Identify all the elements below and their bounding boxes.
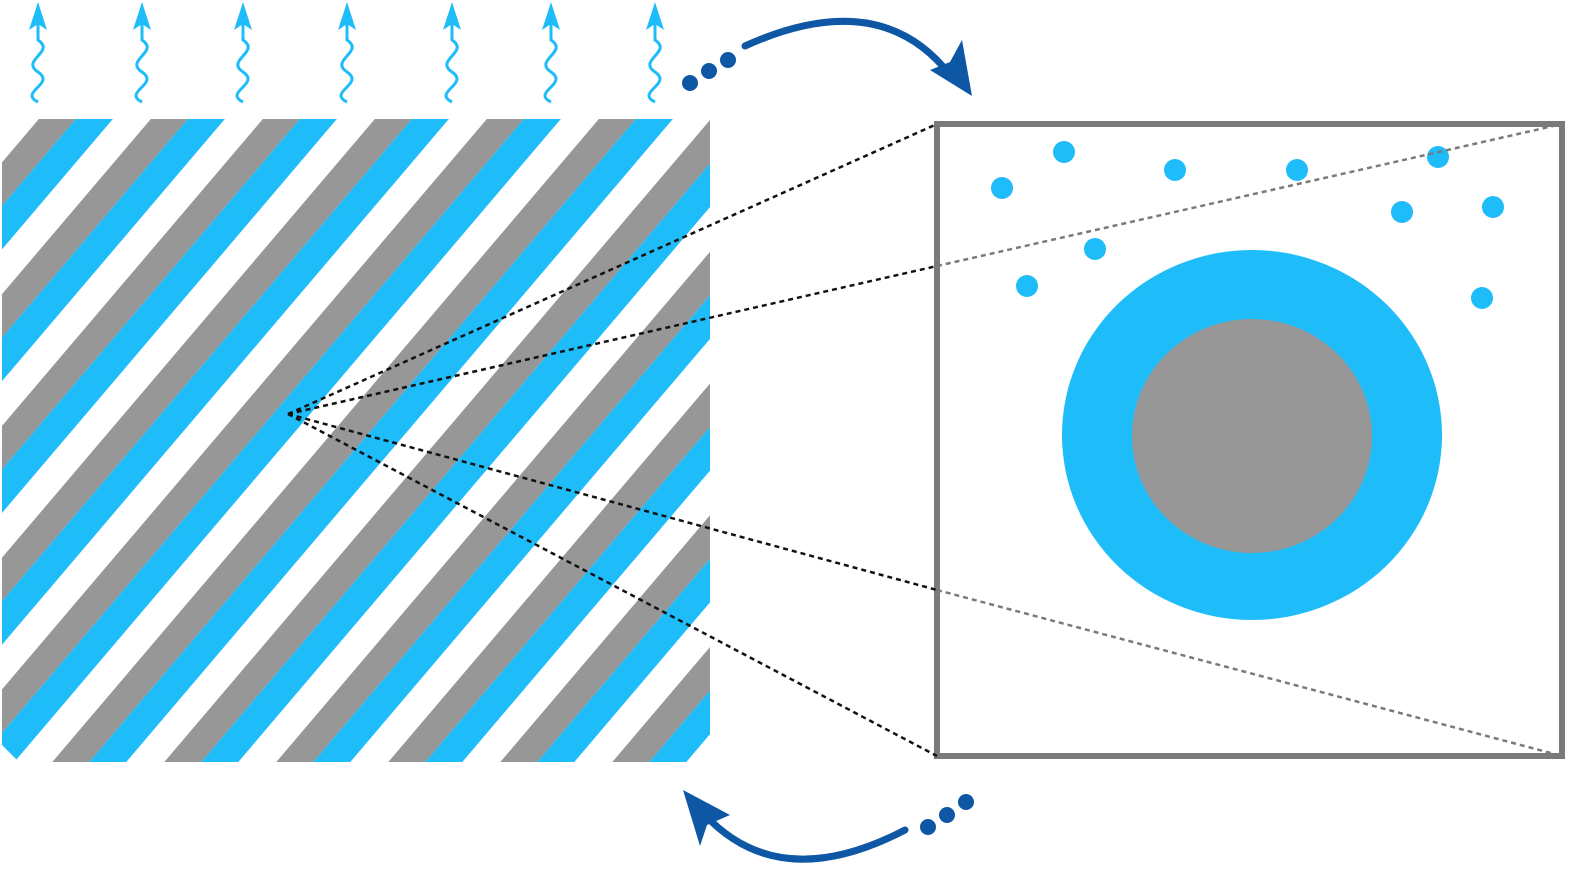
blue-stripe [74, 119, 689, 762]
wavy-up-arrow-icon [646, 2, 664, 104]
dot [682, 75, 698, 91]
ellipsis-dots-icon [682, 52, 736, 91]
small-particle [1286, 159, 1308, 181]
small-particle [1471, 287, 1493, 309]
gray-stripe [485, 119, 710, 762]
wave-stroke [444, 22, 459, 104]
small-particle [1482, 196, 1504, 218]
arrow-head [646, 2, 664, 30]
zoom-leader-lines [287, 122, 1563, 758]
wave-stroke [543, 22, 558, 104]
small-particle [1053, 141, 1075, 163]
wavy-up-arrow-icon [29, 2, 47, 104]
small-particle [1164, 159, 1186, 181]
blue-stripe [2, 119, 353, 762]
wavy-up-arrow-icon [443, 2, 461, 104]
gray-stripe [2, 119, 428, 762]
wave-stroke [235, 22, 250, 104]
wavy-up-arrow-icon [133, 2, 151, 104]
blue-stripe [2, 119, 577, 762]
cycle-forward-head [930, 40, 972, 96]
dot [958, 794, 974, 810]
arrow-head [133, 2, 151, 30]
blue-stripe [410, 119, 710, 762]
wavy-up-arrow-icon [338, 2, 356, 104]
gray-stripe [2, 119, 316, 762]
small-particle [1084, 238, 1106, 260]
gray-stripe [37, 119, 652, 762]
cycle-forward-arc [741, 17, 954, 79]
small-particle [991, 177, 1013, 199]
dot [939, 807, 955, 823]
wave-stroke [647, 22, 662, 104]
blue-stripe [186, 119, 710, 762]
gray-stripe [373, 119, 710, 762]
cycle-back-arc [701, 811, 909, 863]
small-particle [1391, 201, 1413, 223]
gray-stripe [2, 119, 540, 762]
wavy-up-arrow-icon [542, 2, 560, 104]
wave-stroke [134, 22, 149, 104]
leader-line-top-left [287, 122, 938, 416]
ellipsis-dots-icon [920, 794, 974, 835]
small-particle [1016, 275, 1038, 297]
leader-line-top-right-outer [936, 122, 1563, 268]
gray-stripe [261, 119, 710, 762]
arrow-head [234, 2, 252, 30]
blue-stripe [522, 119, 710, 762]
blue-stripe [2, 119, 241, 762]
wavy-up-arrow-icon [234, 2, 252, 104]
dot [920, 819, 936, 835]
leader-line-top-right-inner [287, 264, 938, 416]
arrow-head [29, 2, 47, 30]
arrow-head [338, 2, 356, 30]
particle-core [1132, 319, 1372, 553]
cycle-back-head [683, 790, 730, 846]
small-particle [1427, 146, 1449, 168]
leader-line-bottom-right-inner [287, 412, 938, 592]
wave-stroke [339, 22, 354, 104]
small-particles [991, 141, 1504, 309]
curved-arrow-right-icon [741, 17, 972, 96]
blue-stripe [2, 119, 465, 762]
curved-arrow-left-icon [683, 790, 909, 863]
dot [720, 52, 736, 68]
blue-stripe [298, 119, 710, 762]
dot [701, 63, 717, 79]
wave-stroke [30, 22, 45, 104]
arrow-head [443, 2, 461, 30]
arrow-head [542, 2, 560, 30]
gray-stripe [2, 119, 204, 762]
core-shell-particle [1062, 250, 1442, 620]
emission-arrows [29, 2, 664, 104]
